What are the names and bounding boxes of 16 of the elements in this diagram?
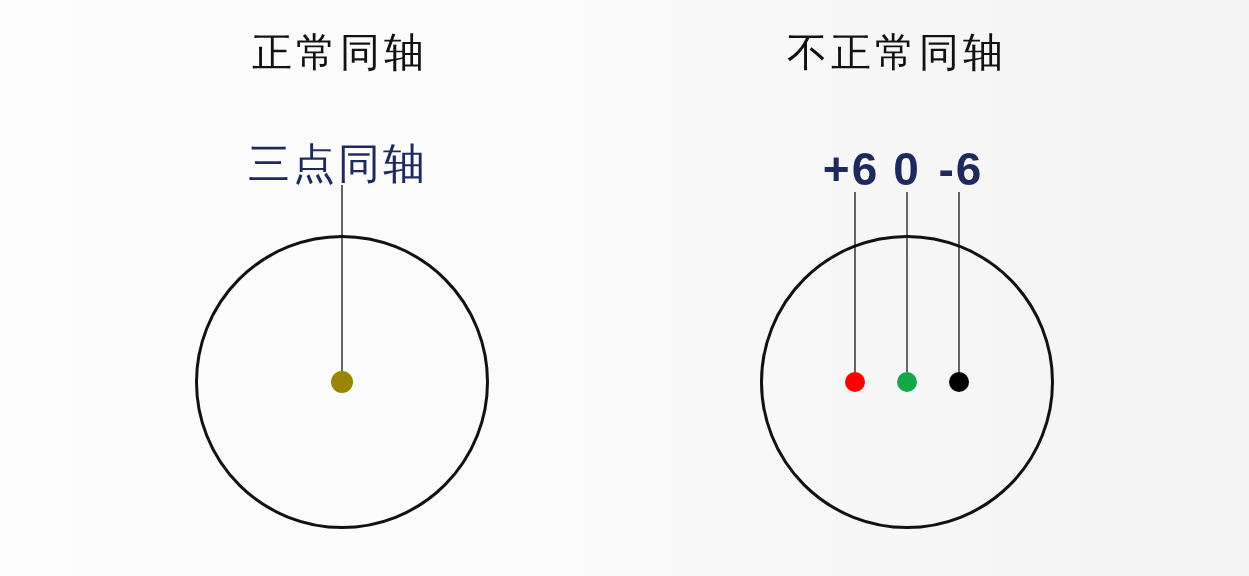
leader-line <box>854 191 856 373</box>
panel-heading: 正常同轴 <box>252 32 428 72</box>
leader-line <box>906 191 908 373</box>
dot-icon <box>897 372 917 392</box>
callout-label: +6 <box>822 146 880 192</box>
leader-line <box>341 184 343 372</box>
callout-label: 0 <box>893 146 921 192</box>
dot-icon <box>949 372 969 392</box>
callout-label: -6 <box>938 146 984 192</box>
dot-icon <box>331 371 353 393</box>
target-circle <box>760 235 1054 529</box>
panel-heading: 不正常同轴 <box>787 32 1007 72</box>
callout-label: 三点同轴 <box>248 143 428 185</box>
leader-line <box>958 191 960 373</box>
target-circle <box>195 235 489 529</box>
dot-icon <box>845 372 865 392</box>
